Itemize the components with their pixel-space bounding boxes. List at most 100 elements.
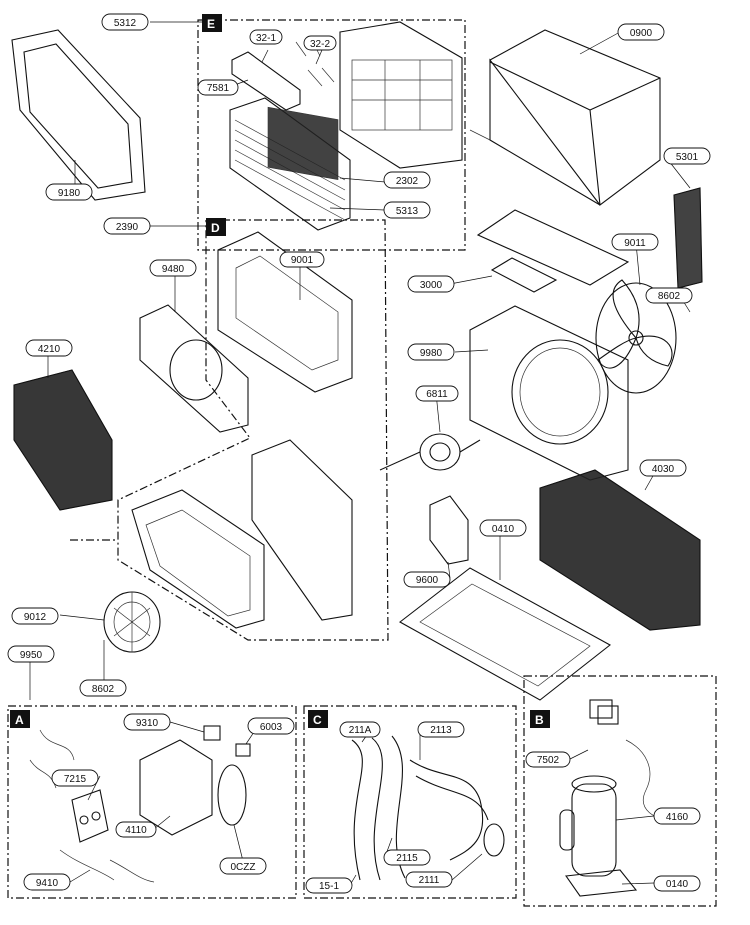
svg-text:0410: 0410 [492, 524, 515, 535]
part-label-5301: 5301 [663, 147, 711, 165]
part-label-0czz: 0CZZ [219, 857, 267, 875]
part-label-9011: 9011 [611, 233, 659, 251]
part-label-4160: 4160 [653, 807, 701, 825]
part-label-3000: 3000 [407, 275, 455, 293]
svg-text:9600: 9600 [416, 575, 439, 586]
section-tag-c-text: C [313, 713, 322, 727]
part-label-2302: 2302 [383, 171, 431, 189]
section-tag-b-text: B [535, 713, 544, 727]
svg-text:9180: 9180 [58, 188, 81, 199]
part-label-4110: 4110 [115, 821, 157, 838]
part-label-7581: 7581 [197, 79, 239, 96]
shroud-drawing [469, 305, 629, 481]
fan-motor-drawing [379, 433, 481, 471]
svg-text:2115: 2115 [396, 853, 418, 864]
svg-text:5313: 5313 [396, 206, 419, 217]
svg-text:4160: 4160 [666, 812, 689, 823]
svg-text:7502: 7502 [537, 755, 560, 766]
part-label-9180: 9180 [45, 183, 93, 201]
part-label-9310: 9310 [123, 713, 171, 731]
part-label-9410: 9410 [23, 873, 71, 891]
leader-lines [29, 21, 691, 886]
section-tag-a: A [10, 710, 30, 728]
svg-text:2302: 2302 [396, 176, 419, 187]
blower-housing-drawing [217, 231, 353, 393]
part-label-15-1: 15-1 [305, 877, 353, 894]
section-tag-b: B [530, 710, 550, 728]
part-label-7502: 7502 [525, 751, 571, 768]
svg-text:9480: 9480 [162, 264, 185, 275]
svg-text:2111: 2111 [419, 875, 440, 886]
svg-text:15-1: 15-1 [319, 881, 339, 892]
part-label-2111: 2111 [405, 871, 453, 888]
control-box-drawing [29, 725, 251, 883]
part-label-4210: 4210 [25, 339, 73, 357]
part-label-5312: 5312 [101, 13, 149, 31]
top-plate-drawing [476, 209, 630, 293]
part-label-32-2: 32-2 [303, 35, 337, 51]
part-label-9480: 9480 [149, 259, 197, 277]
svg-text:0900: 0900 [630, 28, 653, 39]
svg-text:9012: 9012 [24, 612, 47, 623]
part-label-211a: 211A [339, 721, 381, 738]
outdoor-fan-drawing [595, 279, 677, 394]
svg-text:7581: 7581 [207, 83, 230, 94]
scroll-housing-drawing [131, 439, 353, 629]
cabinet-drawing [469, 29, 661, 207]
front-panel-drawing [339, 21, 463, 169]
svg-text:7215: 7215 [64, 774, 87, 785]
svg-text:4030: 4030 [652, 464, 675, 475]
svg-text:8602: 8602 [92, 684, 115, 695]
svg-text:9310: 9310 [136, 718, 159, 729]
section-tag-c: C [308, 710, 328, 728]
part-label-6003: 6003 [247, 717, 295, 735]
svg-text:32-2: 32-2 [310, 39, 330, 50]
part-label-4030: 4030 [639, 459, 687, 477]
svg-text:32-1: 32-1 [256, 33, 276, 44]
svg-text:0140: 0140 [666, 879, 689, 890]
part-label-0410: 0410 [479, 519, 527, 537]
svg-text:6003: 6003 [260, 722, 283, 733]
part-label-2390: 2390 [103, 217, 151, 235]
svg-text:9950: 9950 [20, 650, 43, 661]
part-label-9012: 9012 [11, 607, 59, 625]
part-label-0140: 0140 [653, 875, 701, 892]
condenser-coil-drawing [539, 469, 701, 631]
svg-text:9980: 9980 [420, 348, 443, 359]
part-label-5313: 5313 [383, 201, 431, 219]
part-label-2113: 2113 [417, 721, 465, 738]
svg-text:4210: 4210 [38, 344, 61, 355]
base-pan-drawing [399, 567, 611, 701]
svg-text:9011: 9011 [624, 238, 646, 249]
section-tag-a-text: A [15, 713, 24, 727]
filter-grille-drawing [229, 97, 351, 231]
part-label-32-1: 32-1 [249, 29, 283, 45]
svg-text:211A: 211A [349, 725, 372, 736]
svg-text:6811: 6811 [426, 389, 448, 400]
motor-bracket-drawing [429, 495, 469, 565]
part-label-9600: 9600 [403, 571, 451, 588]
svg-text:9001: 9001 [291, 255, 314, 266]
svg-text:2113: 2113 [430, 725, 452, 736]
svg-text:8602: 8602 [658, 291, 681, 302]
part-label-0900: 0900 [617, 23, 665, 41]
svg-text:4110: 4110 [125, 825, 147, 836]
part-label-6811: 6811 [415, 385, 459, 402]
gasket-frame-drawing [11, 29, 146, 201]
part-label-9001: 9001 [279, 251, 325, 268]
svg-text:5312: 5312 [114, 18, 137, 29]
part-label-9980: 9980 [407, 343, 455, 361]
orifice-plate-drawing [139, 304, 249, 433]
svg-text:3000: 3000 [420, 280, 443, 291]
section-tag-d-text: D [211, 221, 220, 235]
compressor-drawing [559, 699, 673, 897]
section-boundaries [7, 19, 717, 907]
section-tag-e: E [202, 14, 222, 32]
part-label-7215: 7215 [51, 769, 99, 787]
side-filter-drawing [673, 187, 703, 289]
blower-wheel-drawing [103, 591, 161, 653]
evaporator-coil-drawing [13, 369, 113, 511]
part-label-2115: 2115 [383, 849, 431, 866]
